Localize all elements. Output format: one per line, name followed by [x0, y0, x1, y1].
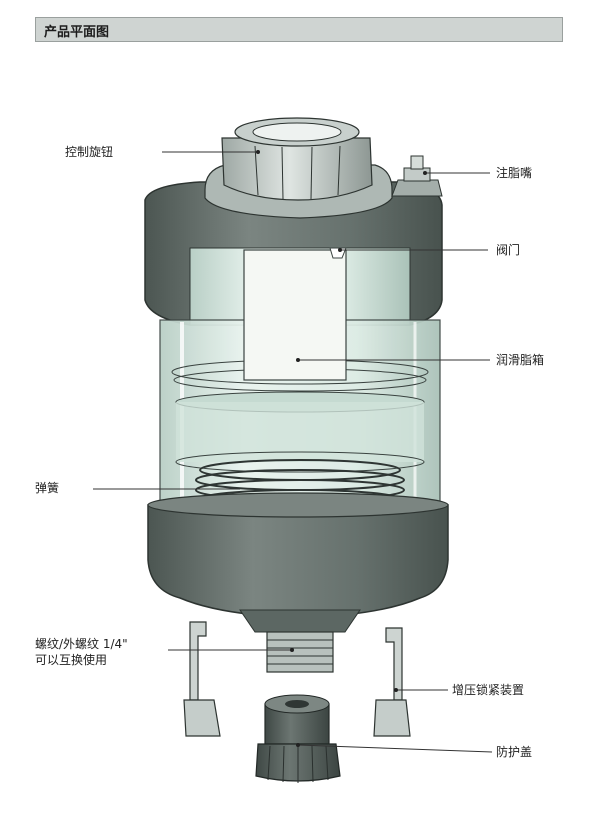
control-knob [204, 117, 393, 219]
grease-nipple [391, 155, 443, 197]
leader-dots [256, 150, 427, 747]
grease-box [243, 247, 347, 381]
label-valve: 阀门 [496, 243, 521, 257]
label-protective-cap: 防护盖 [496, 745, 533, 759]
label-thread-line2: 可以互换使用 [35, 653, 108, 667]
label-grease-box: 润滑脂箱 [496, 353, 545, 367]
label-spring: 弹簧 [35, 481, 60, 495]
thread-fitting [266, 631, 334, 673]
title-bar: 产品平面图 [35, 17, 563, 42]
page-title: 产品平面图 [44, 25, 110, 40]
label-grease-nipple: 注脂嘴 [496, 166, 533, 180]
bottom-housing [147, 492, 449, 633]
lock-device-left [183, 621, 221, 737]
label-control-knob: 控制旋钮 [65, 145, 114, 159]
label-lock-device: 增压锁紧装置 [452, 683, 525, 697]
label-thread-line1: 螺纹/外螺纹 1/4" [35, 637, 128, 651]
leader-lines [93, 151, 493, 753]
protective-cap [255, 694, 341, 783]
lock-device-right [373, 627, 411, 737]
